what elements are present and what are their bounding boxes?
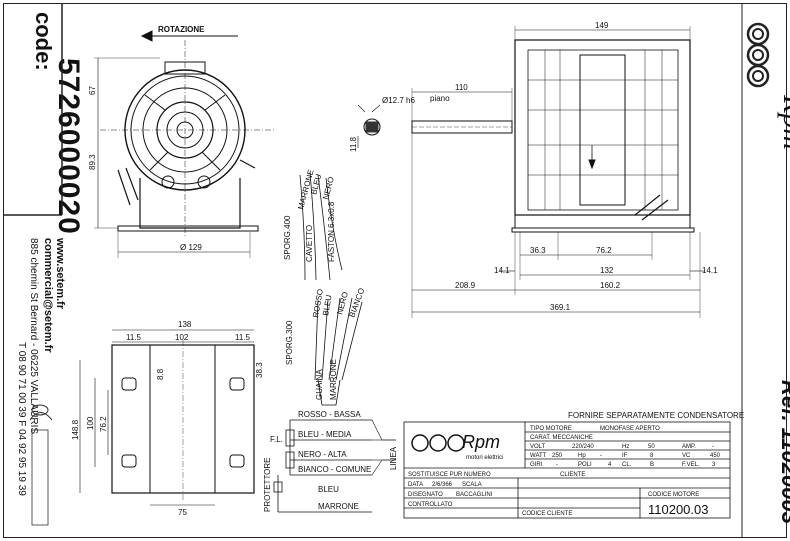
amp-value: - [712, 444, 714, 450]
hz-label: Hz [622, 444, 629, 450]
dim-132: 132 [600, 266, 614, 275]
dim-11-8: 11.8 [349, 136, 358, 152]
f-vel-label: F.VEL. [682, 462, 700, 468]
sostituisce-label: SOSTITUISCE PUR NUMERO [408, 472, 491, 478]
dim-11-5-right: 11.5 [235, 333, 251, 342]
cable-wire-guaina: GUAINA [315, 369, 324, 400]
cable-spec-2: CAVETTO [305, 225, 314, 262]
dim-75: 75 [178, 508, 187, 517]
title-block [403, 421, 731, 519]
wire-label-bianco: BIANCO - COMUNE [298, 465, 371, 474]
dim-102: 102 [175, 333, 189, 342]
data-value: 2/6/366 [432, 482, 453, 488]
amp-label: AMP. [682, 444, 696, 450]
controllato-label: CONTROLLATO [408, 502, 453, 508]
wire-label-fl: F.L. [270, 435, 283, 444]
dim-138: 138 [178, 320, 192, 329]
dim-76-2-bottom: 76.2 [99, 416, 108, 432]
cliente-label: CLIENTE [560, 472, 585, 478]
giri-label: GIRI [530, 462, 543, 468]
dim-67: 67 [88, 86, 97, 95]
cable-wire-bianco: BIANCO [347, 287, 366, 319]
shaft-flat: piano [430, 94, 450, 103]
dim-14-1-left: 14.1 [494, 266, 510, 275]
wire-nero: NERO [321, 176, 336, 201]
data-label: DATA [408, 482, 423, 488]
bottom-view [79, 329, 255, 506]
f-vel-value: 3 [712, 462, 716, 468]
dim-100: 100 [86, 416, 95, 430]
dim-14-1-right: 14.1 [702, 266, 718, 275]
tipo-motore-label: TIPO MOTORE [530, 426, 572, 432]
rpm-spiral-logo [746, 22, 770, 88]
dim-149: 149 [595, 21, 609, 30]
cl-label: CL. [622, 462, 632, 468]
dim-369-1: 369.1 [550, 303, 571, 312]
wire-label-nero: NERO - ALTA [298, 450, 347, 459]
codice-motore-value: 110200.03 [648, 502, 709, 517]
dim-diameter: Ø 129 [180, 243, 202, 252]
cable-wire-bleu: BLEU [321, 294, 334, 316]
watt-value: 250 [552, 453, 563, 459]
dim-208-9: 208.9 [455, 281, 476, 290]
poli-value: 4 [608, 462, 612, 468]
volt-value: 220/240 [572, 444, 594, 450]
giri-value: - [556, 462, 558, 468]
shaft-diameter: Ø12.7 h6 [382, 96, 415, 105]
capacitor-note: FORNIRE SEPARATAMENTE CONDENSATORE [568, 411, 744, 420]
wiring-diagram [273, 419, 396, 513]
dim-160-2: 160.2 [600, 281, 621, 290]
wire-label-linea: LINEA [389, 446, 398, 470]
dim-11-5-left: 11.5 [126, 333, 142, 342]
wire-label-protettore: PROTETTORE [263, 457, 272, 512]
tipo-motore: MONOFASE APERTO [600, 426, 660, 432]
shaft-detail [357, 88, 513, 148]
dim-148-8: 148.8 [71, 419, 80, 440]
vc-value: 450 [710, 453, 721, 459]
wire-label-marrone: MARRONE [318, 502, 359, 511]
side-view [411, 26, 705, 318]
wire-label-bleu2: BLEU [318, 485, 339, 494]
watt-label: WATT [530, 453, 547, 459]
shaft-length: 110 [455, 83, 468, 92]
cl-value: B [650, 462, 654, 468]
vc-label: VC [682, 453, 691, 459]
carat-label: CARAT. MECCANICHE [530, 435, 593, 441]
cable-bottom [314, 297, 363, 406]
dim-76-2: 76.2 [596, 246, 612, 255]
dim-8-8: 8.8 [156, 368, 165, 380]
front-view [94, 30, 275, 258]
codice-cliente-label: CODICE CLIENTE [522, 511, 572, 517]
hp-value: - [600, 453, 602, 459]
cable-spec-3: FASTON 6.3x0.8 [327, 201, 336, 262]
cable-top [299, 171, 343, 281]
poli-label: POLI [578, 462, 592, 468]
if-label: IF [622, 453, 628, 459]
setem-logo [29, 404, 53, 526]
hz-value: 50 [648, 444, 655, 450]
title-logo: Rpm [462, 432, 500, 452]
cable-wire-marrone: MARRONE [329, 359, 338, 400]
title-logo-sub: motori elettrici [466, 455, 503, 461]
volt-label: VOLT [530, 444, 546, 450]
dim-89-3: 89.3 [88, 154, 97, 170]
scala-label: SCALA [462, 482, 482, 488]
disegnato-label: DISEGNATO [408, 492, 443, 498]
cable-bottom-spec: SPORG.300 [285, 320, 294, 365]
disegnato-value: BACCAGLINI [456, 492, 493, 498]
hp-label: Hp [578, 453, 586, 459]
wire-label-rosso: ROSSO - BASSA [298, 410, 361, 419]
if-value: 8 [650, 453, 654, 459]
codice-motore-label: CODICE MOTORE [648, 492, 699, 498]
wire-label-bleu: BLEU - MEDIA [298, 430, 352, 439]
drawing-frame [3, 3, 787, 538]
cable-spec-1: SPORG.400 [283, 215, 292, 260]
cable-wire-nero: NERO [335, 291, 350, 316]
dim-38-3: 38.3 [255, 362, 264, 378]
rotation-label: ROTAZIONE [158, 25, 205, 34]
dim-36-3: 36.3 [530, 246, 546, 255]
